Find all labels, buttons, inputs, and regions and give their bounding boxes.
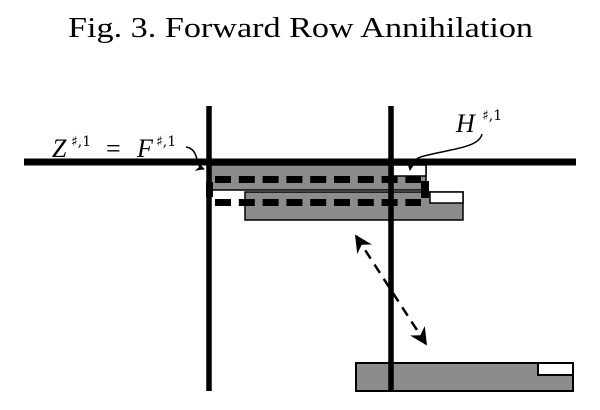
row-block-shifted-white-region bbox=[429, 191, 464, 204]
label-h-superscript: ♯,1 bbox=[482, 108, 502, 124]
label-f-superscript: ♯,1 bbox=[156, 134, 176, 150]
label-f-base: F bbox=[136, 134, 154, 163]
label-h: H ♯,1 bbox=[455, 108, 502, 138]
row-block-z-f-h-region bbox=[392, 164, 427, 177]
label-equals-sign: = bbox=[106, 134, 121, 163]
label-z-superscript: ♯,1 bbox=[71, 134, 91, 150]
label-z-pointer-arrow bbox=[185, 146, 205, 171]
row-block-bottom-white-region bbox=[537, 362, 574, 376]
label-z-equals-f: Z ♯,1 = F ♯,1 bbox=[52, 134, 176, 163]
label-h-pointer-arrow bbox=[406, 133, 483, 171]
swap-double-arrow bbox=[354, 234, 428, 346]
row-end-marker-right bbox=[421, 181, 429, 198]
label-h-base: H bbox=[455, 109, 476, 138]
figure-title: Fig. 3. Forward Row Annihilation bbox=[68, 12, 534, 44]
label-z-base: Z bbox=[52, 134, 67, 163]
